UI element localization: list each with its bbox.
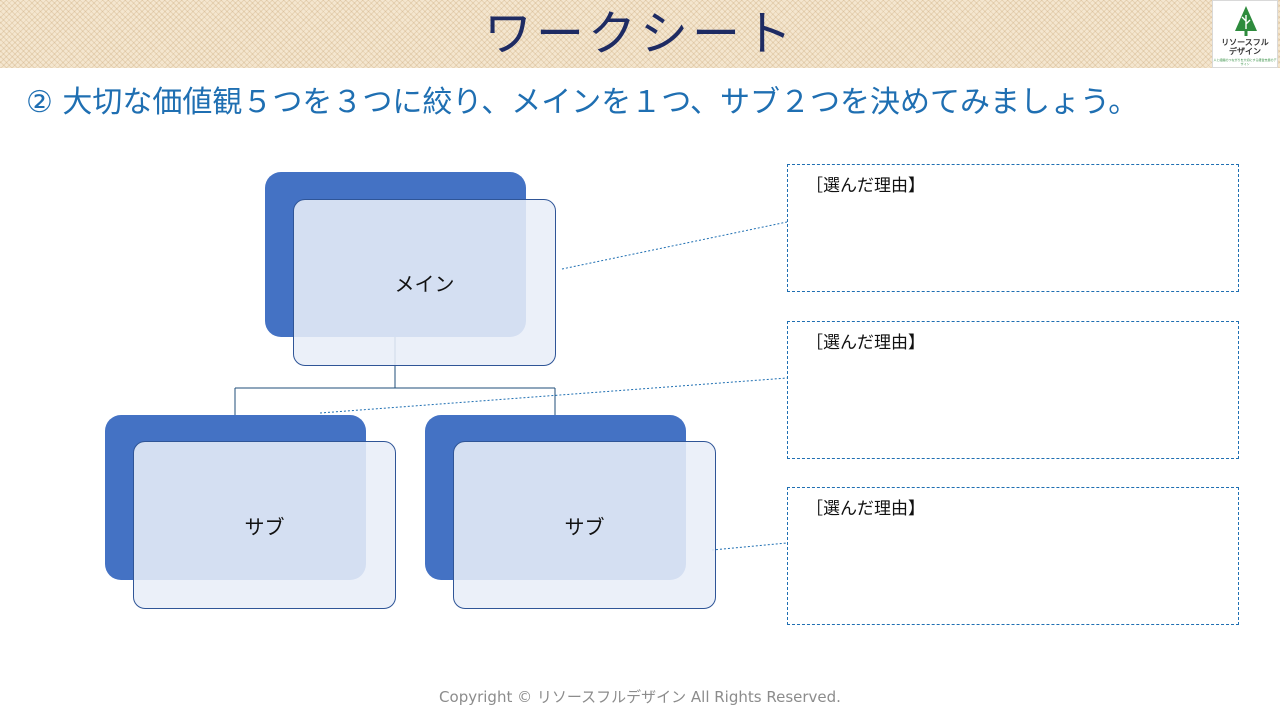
logo-subtext: 人と組織のつながりを大切にする経営支援のデザイン: [1213, 58, 1277, 66]
header-banner: ワークシート リソースフル デザイン 人と組織のつながりを大切にする経営支援のデ…: [0, 0, 1280, 68]
main-box-label: メイン: [394, 272, 455, 296]
main-box: [293, 199, 556, 366]
sub-left-box-label: サブ: [244, 515, 285, 539]
reason-title: ［選んだ理由】: [806, 333, 925, 353]
instruction-text: ② 大切な価値観５つを３つに絞り、メインを１つ、サブ２つを決めてみましょう。: [26, 85, 1139, 120]
tree-icon: [1235, 6, 1257, 36]
leader-line-main: [561, 221, 788, 270]
sub-right-box-label: サブ: [564, 515, 605, 539]
reason-box-main[interactable]: ［選んだ理由】: [787, 164, 1239, 292]
page-title: ワークシート: [483, 6, 796, 62]
leader-line-sub-right: [711, 542, 788, 551]
logo-text-line1: リソースフル: [1221, 38, 1269, 47]
logo-text: リソースフル デザイン: [1213, 38, 1277, 56]
logo-text-line2: デザイン: [1229, 47, 1261, 56]
reason-box-sub-right[interactable]: ［選んだ理由】: [787, 487, 1239, 625]
copyright-footer: Copyright © リソースフルデザイン All Rights Reserv…: [439, 688, 841, 706]
sub-right-box: [453, 441, 716, 609]
sub-left-box: [133, 441, 396, 609]
leader-line-sub-left: [319, 377, 788, 414]
reason-title: ［選んだ理由】: [806, 499, 925, 519]
company-logo: リソースフル デザイン 人と組織のつながりを大切にする経営支援のデザイン: [1212, 0, 1278, 68]
reason-title: ［選んだ理由】: [806, 176, 925, 196]
reason-box-sub-left[interactable]: ［選んだ理由】: [787, 321, 1239, 459]
